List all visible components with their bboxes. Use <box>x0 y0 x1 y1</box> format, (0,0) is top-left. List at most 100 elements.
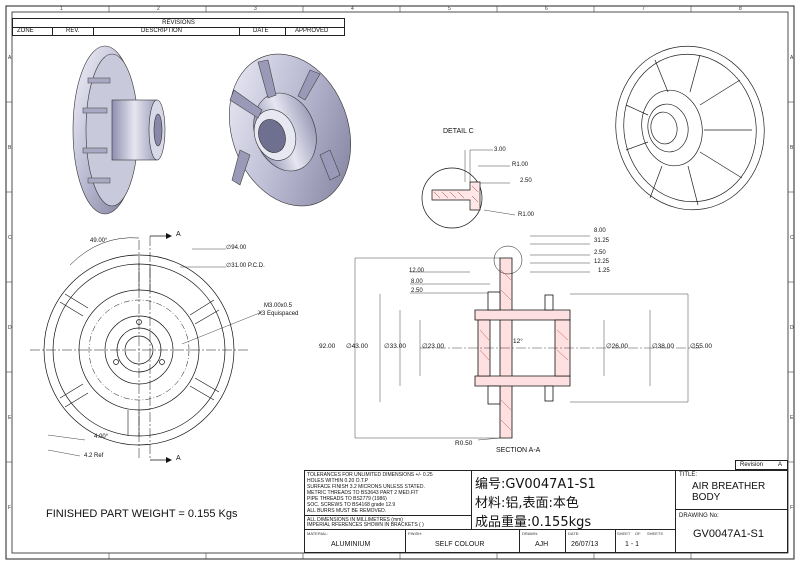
section-aa-title: SECTION A-A <box>496 447 541 454</box>
ref-dim: 4.2 Ref <box>84 453 104 459</box>
tolerance-line-1: TOLERANCES FOR UNLIMITED DIMENSIONS +/- … <box>307 472 433 478</box>
sect-dim-92: 92.00 <box>319 343 336 350</box>
zone-col-1: 1 <box>60 6 63 12</box>
detail-c-title: DETAIL C <box>443 128 474 135</box>
zone-row-f: F <box>8 505 12 511</box>
sect-dim-dia-38: ∅38.00 <box>652 343 674 350</box>
title-line-2: BODY <box>692 492 721 503</box>
sect-radius-r0-5: R0.50 <box>455 440 473 447</box>
rev-col-approved: APPROVED <box>295 28 329 34</box>
sect-dim-2-5: 2.50 <box>594 250 606 256</box>
sheet-value: 1 - 1 <box>625 541 640 548</box>
outer-diameter-dim: ∅94.00 <box>226 245 247 251</box>
detail-dim-3: 3.00 <box>494 147 506 153</box>
angle-dim-top: 49.00° <box>90 238 108 244</box>
revision-label: Revision <box>740 462 764 468</box>
title-block: TOLERANCES FOR UNLIMITED DIMENSIONS +/- … <box>304 470 788 553</box>
tolerance-line-7: ALL BURRS MUST BE REMOVED. <box>307 508 387 514</box>
title-line-1: AIR BREATHER <box>692 481 766 492</box>
tolerance-line-3: SURFACE FINISH 3.2 MICRONS UNLESS STATED… <box>307 484 425 490</box>
zone-col-3: 3 <box>254 6 257 12</box>
zone-row-e-right: E <box>790 415 794 421</box>
of-label: OF <box>635 531 641 536</box>
sect-dim-dia-55: ∅55.00 <box>690 343 712 350</box>
sect-dim-dia-33: ∅33.00 <box>384 343 406 350</box>
sect-dim-12: 12.00 <box>409 268 425 274</box>
sect-dim-8: 8.00 <box>594 228 606 234</box>
zone-row-d: D <box>8 325 12 331</box>
tolerance-line-4: METRIC THREADS TO BS3643 PART 2 MED.FIT <box>307 490 419 496</box>
sect-dim-angle-12: 12° <box>513 338 523 345</box>
zone-col-7: 7 <box>642 6 645 12</box>
detail-dim-r1-bottom: R1.00 <box>518 212 535 218</box>
tolerance-line-6: SOC. SCREWS TO BS4168 grade 12.9 <box>307 502 396 508</box>
material-label: MATERIAL: <box>307 531 328 536</box>
tolerances-cell: TOLERANCES FOR UNLIMITED DIMENSIONS +/- … <box>305 471 472 530</box>
title-label: TITLE: <box>679 472 698 478</box>
rev-col-description: DESCRIPTION <box>141 28 183 34</box>
detail-dim-2-5: 2.50 <box>520 178 532 184</box>
zone-col-8: 8 <box>739 6 742 12</box>
zone-row-f-right: F <box>790 505 794 511</box>
iso-view-2 <box>229 53 351 207</box>
thread-callout-2: X3 Equispaced <box>258 311 299 317</box>
sect-dim-8-left: 8.00 <box>411 279 423 285</box>
tolerance-line-2: HOLES WITHIN 0.20 O.T.P <box>307 478 369 484</box>
sect-dim-dia-23: ∅23.00 <box>422 343 444 350</box>
zone-row-b-right: B <box>790 145 794 151</box>
chinese-part-number: 编号:GV0047A1-S1 <box>475 477 596 492</box>
angle-dim-bottom: 4.00° <box>94 434 109 440</box>
revision-value: A <box>778 462 783 468</box>
date-label: DATE: <box>568 531 580 536</box>
revisions-title: REVISIONS <box>13 19 344 28</box>
iso-view-1 <box>72 45 166 215</box>
iso-view-3 <box>615 45 765 211</box>
zone-row-c-right: C <box>790 235 794 241</box>
sect-dim-2-5-left: 2.50 <box>411 288 423 294</box>
pcd-dim: ∅31.00 P.C.D. <box>226 263 265 269</box>
drawn-value: AJH <box>535 541 549 548</box>
section-marker-top: A <box>176 231 181 238</box>
tolerance-line-5: PIPE THREADS TO BS2779 (1986) <box>307 496 387 502</box>
sect-dim-31-25: 31.25 <box>594 238 610 244</box>
zone-col-6: 6 <box>545 6 548 12</box>
section-marker-bottom: A <box>176 455 181 462</box>
drawing-number: GV0047A1-S1 <box>693 528 764 540</box>
material-value: ALUMINIUM <box>331 541 371 548</box>
detail-dim-r1-top: R1.00 <box>512 162 529 168</box>
date-value: 26/07/13 <box>571 541 599 548</box>
zone-row-b: B <box>8 145 12 151</box>
zone-col-4: 4 <box>351 6 354 12</box>
revisions-table: REVISIONS ZONE REV. DESCRIPTION DATE APP… <box>12 18 345 36</box>
zone-row-a: A <box>8 55 12 61</box>
zone-row-e: E <box>8 415 12 421</box>
finish-value: SELF COLOUR <box>435 541 485 548</box>
sheets-label: SHEETS <box>647 531 664 536</box>
units-line-2: IMPERIAL RFERENCES SHOWN IN BRACKETS ( ) <box>307 522 424 528</box>
zone-row-d-right: D <box>790 325 794 331</box>
sect-dim-dia-26: ∅26.00 <box>606 343 628 350</box>
zone-col-2: 2 <box>157 6 160 12</box>
zone-row-a-right: A <box>790 55 794 61</box>
finished-part-weight: FINISHED PART WEIGHT = 0.155 Kgs <box>46 508 238 520</box>
zone-row-c: C <box>8 235 12 241</box>
rev-col-zone: ZONE <box>17 28 34 34</box>
sect-dim-dia-43: ∅43.00 <box>346 343 368 350</box>
sect-dim-12-25: 12.25 <box>594 259 610 265</box>
chinese-weight: 成品重量:0.155kgs <box>475 515 592 530</box>
rev-col-date: DATE <box>253 28 269 34</box>
chinese-material: 材料:铝,表面:本色 <box>475 496 579 511</box>
revision-box: Revision A <box>735 460 788 470</box>
rev-col-rev: REV. <box>66 28 80 34</box>
drawn-label: DRAWN: <box>522 531 539 536</box>
thread-callout-1: M3.00x0.5 <box>264 303 293 309</box>
finish-label: FINISH: <box>408 531 423 536</box>
zone-col-5: 5 <box>448 6 451 12</box>
drawing-no-label: DRAWING No: <box>679 513 719 519</box>
sect-dim-1-25: 1.25 <box>598 268 610 274</box>
